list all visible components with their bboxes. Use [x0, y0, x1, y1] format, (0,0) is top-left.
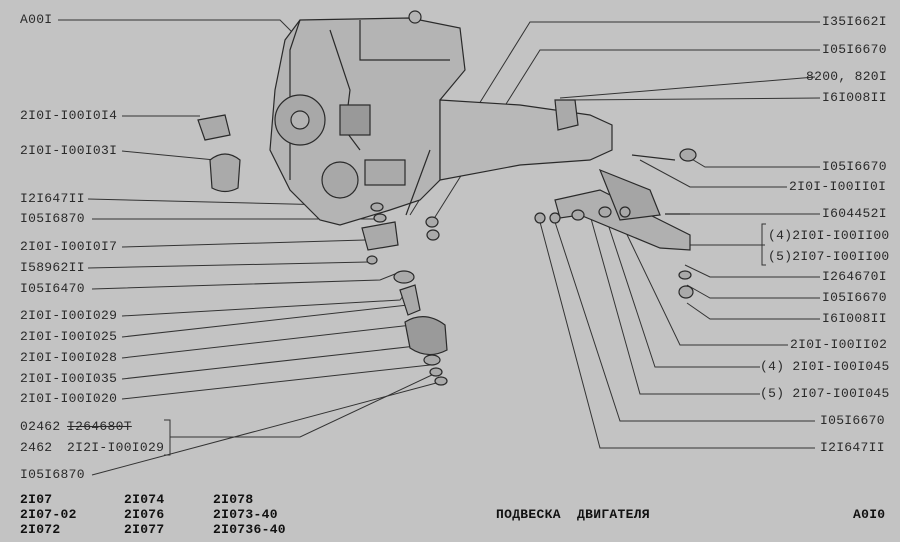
part-label: 2I0I-I00I0I7 [20, 239, 118, 254]
part-label: 2I0I-I00I025 [20, 329, 118, 344]
gearbox [439, 99, 613, 181]
mount-parts [197, 114, 697, 386]
model-code: 2I078 [213, 492, 254, 507]
part-label: I604452I [822, 206, 887, 221]
part-label: I05I6870 [20, 467, 85, 482]
diagram-title: ПОДВЕСКА ДВИГАТЕЛЯ [496, 507, 650, 522]
part-label: (4)2I0I-I00II00 [768, 228, 890, 243]
part-label: 8200, 820I [806, 69, 888, 84]
part-label: (4) 2I0I-I00I045 [760, 359, 890, 374]
part-label: I6I008II [822, 90, 887, 105]
part-label: 2I0I-I00I028 [20, 350, 118, 365]
part-label: I05I6670 [822, 290, 887, 305]
part-label: 2I0I-I00I035 [20, 371, 118, 386]
model-code: 2I076 [124, 507, 165, 522]
part-label: I05I6670 [820, 413, 885, 428]
part-label: 2I0I-I00II0I [789, 179, 887, 194]
part-label-struck: I264680T [67, 419, 132, 434]
model-code: 2I073-40 [213, 507, 278, 522]
part-label: 2I2I-I00I029 [67, 440, 165, 455]
part-label: I2I647II [20, 191, 85, 206]
part-label: I35I662I [822, 14, 887, 29]
part-label: (5) 2I07-I00I045 [760, 386, 890, 401]
model-code: 2I072 [20, 522, 61, 537]
part-label: 2I0I-I00I0I4 [20, 108, 118, 123]
part-label: 2I0I-I00I03I [20, 143, 118, 158]
part-label: I05I6670 [822, 42, 887, 57]
part-label: I05I6870 [20, 211, 85, 226]
leader-lines [58, 19, 821, 476]
part-label: A00I [20, 12, 53, 27]
model-code: 2I07-02 [20, 507, 77, 522]
part-label: I05I6670 [822, 159, 887, 174]
part-label: I6I008II [822, 311, 887, 326]
part-label: 2I0I-I00II02 [790, 337, 888, 352]
part-label: 2I0I-I00I020 [20, 391, 118, 406]
model-code: 2I07 [20, 492, 53, 507]
model-code: 2I077 [124, 522, 165, 537]
page-code: A0I0 [853, 507, 886, 522]
part-label: I2I647II [820, 440, 885, 455]
part-label: (5)2I07-I00II00 [768, 249, 890, 264]
part-label-variant-prefix: 02462 [20, 419, 61, 434]
part-label: I05I6470 [20, 281, 85, 296]
part-label: I58962II [20, 260, 85, 275]
engine-assembly [269, 10, 466, 226]
model-code: 2I0736-40 [213, 522, 286, 537]
part-label: I264670I [822, 269, 887, 284]
part-label: 2I0I-I00I029 [20, 308, 118, 323]
model-code: 2I074 [124, 492, 165, 507]
part-label-variant-prefix: 2462 [20, 440, 53, 455]
